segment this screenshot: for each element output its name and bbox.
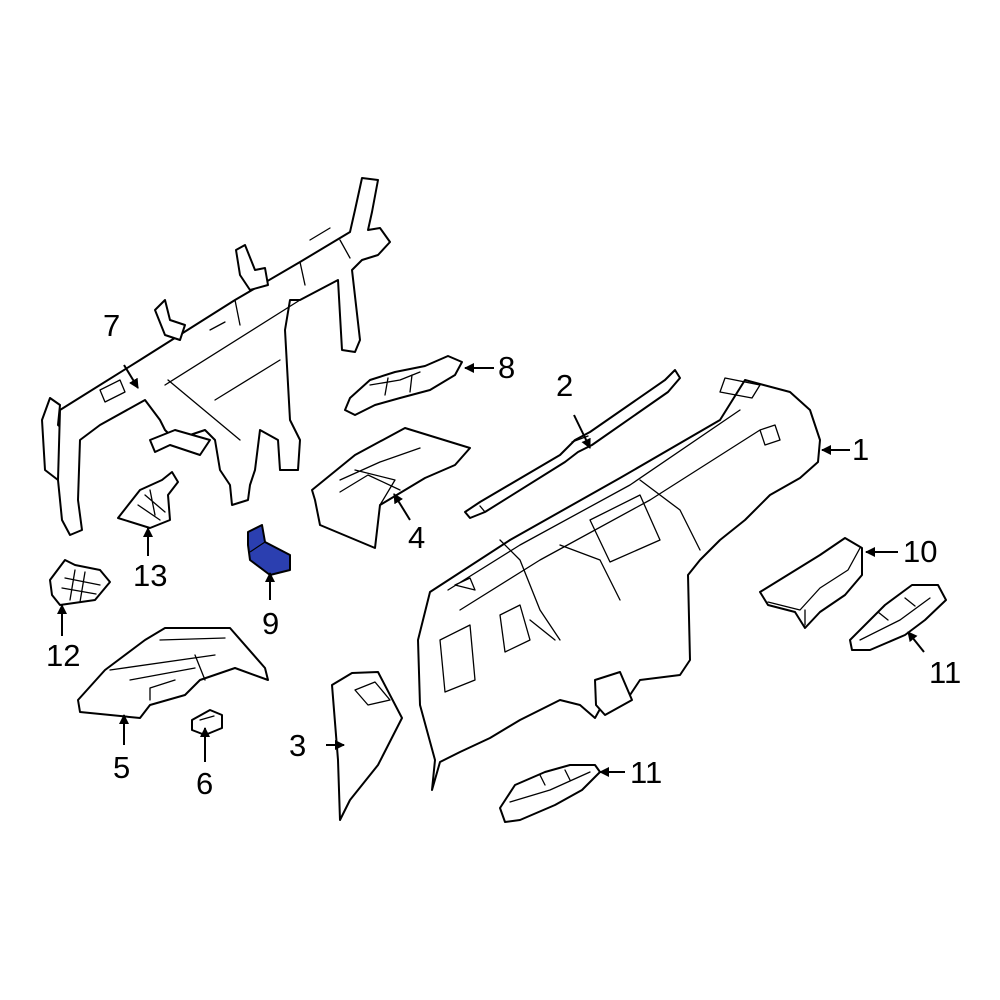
callout-6: 6 xyxy=(196,766,214,801)
callout-9: 9 xyxy=(262,606,280,641)
part-6-clip[interactable] xyxy=(191,709,223,736)
callout-13: 13 xyxy=(133,558,168,593)
callout-11-right: 11 xyxy=(929,655,962,690)
part-11-upper-switch[interactable] xyxy=(849,584,947,651)
part-2-strip[interactable] xyxy=(464,369,681,519)
callout-4: 4 xyxy=(408,520,426,555)
callout-1: 1 xyxy=(852,432,870,467)
part-10-airbag-module[interactable] xyxy=(759,537,863,629)
callout-11-bottom: 11 xyxy=(630,755,663,790)
part-9-highlighted-bracket[interactable] xyxy=(247,524,291,576)
callout-7: 7 xyxy=(103,308,121,343)
part-5-tray[interactable] xyxy=(77,627,269,719)
callout-8: 8 xyxy=(498,350,516,385)
part-1-instrument-panel[interactable] xyxy=(417,377,821,791)
part-4-panel[interactable] xyxy=(311,427,471,549)
callout-12: 12 xyxy=(46,638,81,673)
part-13-bracket[interactable] xyxy=(117,471,179,529)
part-12-clip[interactable] xyxy=(49,559,111,606)
part-11-lower-switch[interactable] xyxy=(499,764,601,823)
part-7-cross-beam[interactable] xyxy=(41,177,391,536)
callout-10: 10 xyxy=(903,534,938,569)
callout-3: 3 xyxy=(289,728,307,763)
callout-2: 2 xyxy=(556,368,574,403)
part-8-bracket[interactable] xyxy=(344,355,463,416)
part-3-side-panel[interactable] xyxy=(331,671,403,821)
callout-5: 5 xyxy=(113,750,131,785)
leader-lines xyxy=(57,363,925,777)
